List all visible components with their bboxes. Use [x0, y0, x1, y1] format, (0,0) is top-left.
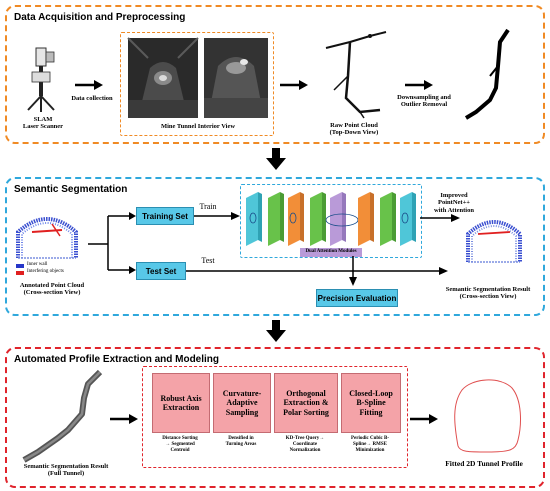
step-curvature-desc: Densified in Turning Areas	[225, 436, 257, 447]
data-collection-label: Data collection	[71, 95, 113, 102]
train-label: Train	[199, 202, 217, 211]
raw-cloud-label: Raw Point Cloud (Top-Down View)	[329, 122, 379, 137]
legend-inner-wall-swatch	[16, 264, 24, 268]
panel-semantic-segmentation	[5, 177, 545, 316]
downsample-label: Downsampling and Outlier Removal	[397, 94, 451, 109]
legend-interfering-swatch	[16, 271, 24, 275]
panel-data-acquisition	[5, 5, 545, 144]
training-set-box: Training Set	[136, 207, 194, 225]
segmentation-result-label: Semantic Segmentation Result (Cross-sect…	[445, 286, 531, 301]
test-set-box: Test Set	[136, 262, 186, 280]
panel-title-profile-extraction: Automated Profile Extraction and Modelin…	[14, 354, 220, 365]
step-bspline-desc: Periodic Cubic B- Spline→ RMSE Minimizat…	[350, 436, 390, 453]
raw-point-cloud-image	[325, 31, 387, 119]
annotated-cloud-label: Annotated Point Cloud (Cross-section Vie…	[19, 282, 85, 297]
step-orthogonal-desc: KD-Tree Query→ Coordinate Normalization	[285, 436, 325, 453]
slam-scanner-icon	[27, 47, 55, 112]
train-arrow	[194, 212, 240, 220]
step-orthogonal-title: Orthogonal Extraction & Polar Sorting	[283, 389, 329, 417]
step-robust-axis-title: Robust Axis Extraction	[160, 393, 202, 412]
arrow-icon	[110, 414, 138, 424]
down-arrow-icon	[266, 320, 286, 342]
tunnel-photo-frame	[120, 32, 274, 136]
panel-title-semantic-segmentation: Semantic Segmentation	[14, 184, 128, 195]
attention-label: Dual Attention Modules	[305, 249, 357, 254]
arrow-icon	[280, 80, 308, 90]
arrow-icon	[405, 80, 433, 90]
step-curvature-title: Curvature- Adaptive Sampling	[222, 389, 262, 417]
step-bspline-title: Closed-Loop B-Spline Fitting	[349, 389, 393, 417]
step-orthogonal-box: Orthogonal Extraction & Polar Sorting	[274, 373, 338, 433]
fitted-profile-image	[454, 379, 521, 453]
segmentation-result-image	[466, 220, 522, 263]
network-output-arrow	[420, 214, 460, 222]
evaluation-arrow	[349, 256, 357, 286]
panel-title-data-acquisition: Data Acquisition and Preprocessing	[14, 12, 186, 23]
attention-label-box	[300, 248, 362, 257]
split-connector	[88, 212, 136, 274]
steps-frame	[142, 366, 408, 468]
full-tunnel-image	[22, 369, 103, 463]
tunnel-photo-left	[127, 37, 199, 118]
down-arrow-icon	[266, 148, 286, 170]
step-bspline-box: Closed-Loop B-Spline Fitting	[341, 373, 401, 433]
annotated-point-cloud-image	[16, 217, 78, 259]
fitted-profile-label: Fitted 2D Tunnel Profile	[445, 459, 523, 468]
tunnel-view-label: Mine Tunnel Interior View	[160, 123, 236, 130]
step-robust-axis-desc: Distance Sorting → Segmented Centroid	[162, 436, 198, 453]
arrow-icon	[75, 80, 103, 90]
step-robust-axis-box: Robust Axis Extraction	[152, 373, 210, 433]
step-curvature-box: Curvature- Adaptive Sampling	[213, 373, 271, 433]
full-tunnel-label: Semantic Segmentation Result (Full Tunne…	[23, 463, 109, 478]
pointnet-layers-diagram	[246, 192, 416, 246]
tunnel-photo-right	[204, 38, 268, 118]
arrow-icon	[410, 414, 438, 424]
precision-evaluation-box: Precision Evaluation	[316, 289, 398, 307]
network-label: Improved PointNet++ with Attention	[434, 192, 474, 214]
legend-interfering-label: Interfering objects	[27, 269, 64, 274]
panel-profile-extraction	[5, 347, 545, 488]
test-arrow	[186, 267, 448, 275]
filtered-point-cloud-image	[464, 28, 510, 120]
network-frame	[240, 184, 422, 258]
scanner-label: SLAM Laser Scanner	[22, 116, 64, 131]
test-label: Test	[201, 256, 215, 265]
legend-inner-wall-label: Inner wall	[27, 262, 48, 267]
